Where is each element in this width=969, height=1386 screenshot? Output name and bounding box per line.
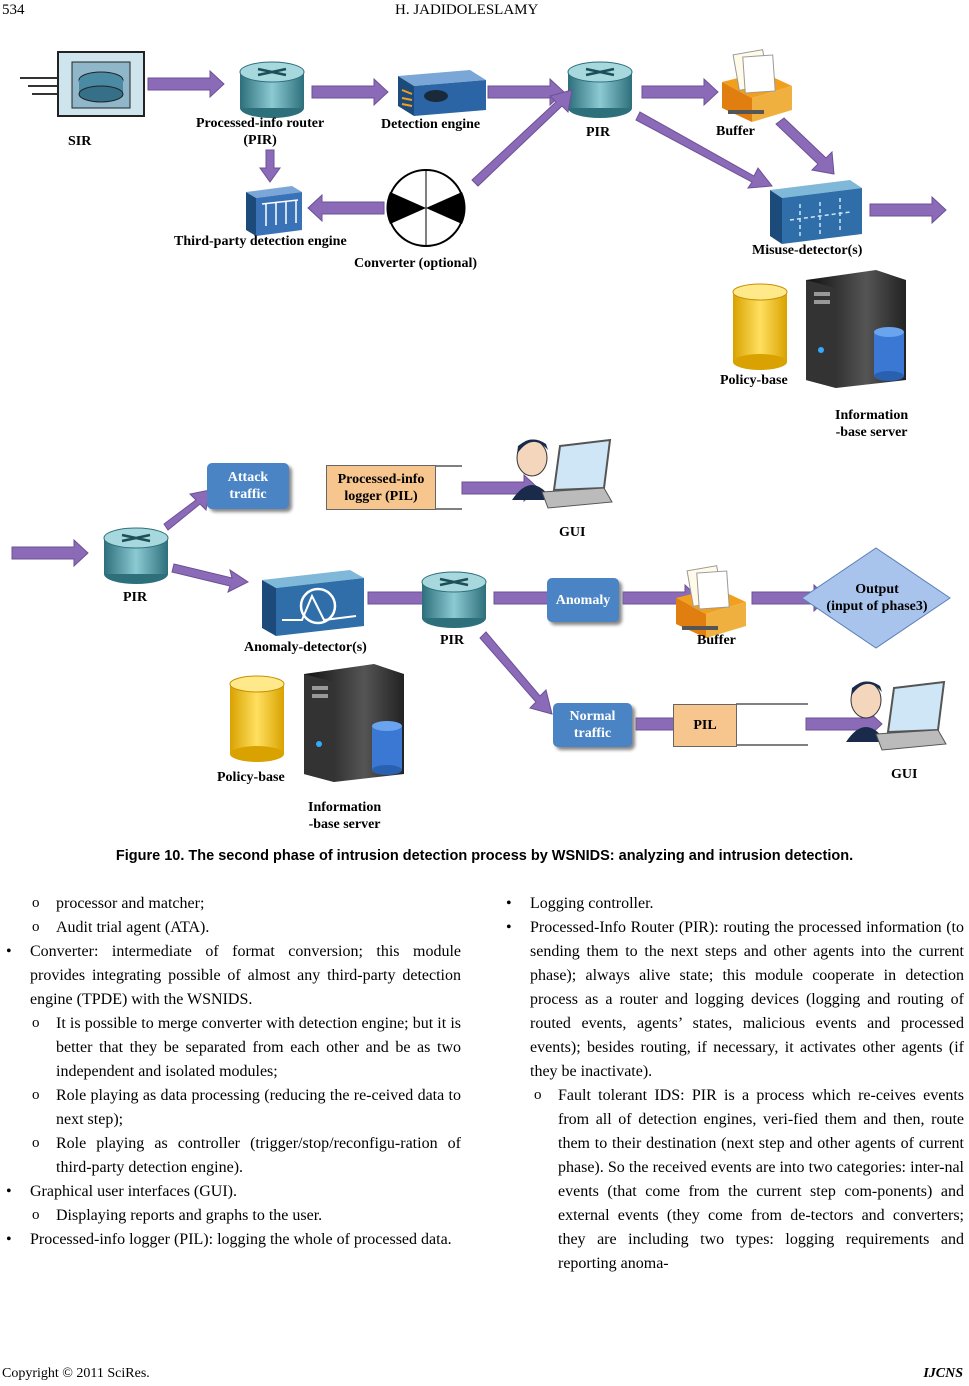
label-misuse: Misuse-detector(s) <box>752 243 863 258</box>
list-item: Displaying reports and graphs to the use… <box>2 1203 461 1228</box>
label-buffer-bottom: Buffer <box>697 633 736 648</box>
list-item: Role playing as controller (trigger/stop… <box>2 1131 461 1180</box>
label-pir-top: Processed-info router (PIR) <box>196 116 325 148</box>
list-item: It is possible to merge converter with d… <box>2 1011 461 1084</box>
label-detection-engine: Detection engine <box>381 117 481 132</box>
footer-copyright: Copyright © 2011 SciRes. <box>2 1366 150 1381</box>
figure-caption: Figure 10. The second phase of intrusion… <box>115 848 854 864</box>
anomaly-detector-icon <box>262 570 364 636</box>
label-info-server-bottom: Information -base server <box>308 800 382 832</box>
figure-diagram <box>11 49 951 782</box>
attack-traffic-box: Attack traffic <box>207 463 289 509</box>
left-column: processor and matcher; Audit trial agent… <box>2 891 461 1252</box>
label-gui-bottom: GUI <box>891 767 918 782</box>
list-item: Converter: intermediate of format conver… <box>2 940 461 1012</box>
tpde-icon <box>246 186 302 236</box>
label-policy-base-bottom: Policy-base <box>217 770 285 785</box>
label-anomaly-detector: Anomaly-detector(s) <box>244 640 367 655</box>
misuse-detector-icon <box>770 180 862 244</box>
list-item: Processed-info logger (PIL): logging the… <box>2 1228 461 1252</box>
right-column: Logging controller. Processed-Info Route… <box>502 892 964 1276</box>
output-diamond <box>801 547 951 649</box>
label-info-server-top: Information -base server <box>835 408 909 440</box>
label-converter: Converter (optional) <box>354 256 477 271</box>
list-item: Processed-Info Router (PIR): routing the… <box>502 916 964 1084</box>
label-pir-left: PIR <box>123 590 148 605</box>
normal-traffic-box: Normal traffic <box>553 703 632 747</box>
list-item: processor and matcher; <box>2 891 461 916</box>
pil-full-box: Processed-info logger (PIL) <box>326 465 436 510</box>
page-number: 534 <box>2 2 25 18</box>
running-header: H. JADIDOLESLAMY <box>395 2 539 18</box>
list-item: Logging controller. <box>502 892 964 916</box>
output-label: Output (input of phase3) <box>826 582 928 614</box>
list-item: Audit trial agent (ATA). <box>2 915 461 940</box>
list-item: Fault tolerant IDS: PIR is a process whi… <box>502 1083 964 1276</box>
label-tpde: Third-party detection engine <box>174 234 347 249</box>
label-sir: SIR <box>68 134 92 149</box>
sir-router-icon <box>20 51 145 117</box>
list-item: Graphical user interfaces (GUI). <box>2 1180 461 1204</box>
label-gui-top: GUI <box>559 525 586 540</box>
anomaly-box: Anomaly <box>547 578 619 622</box>
label-buffer-top: Buffer <box>716 124 755 139</box>
pil-box: PIL <box>673 704 737 747</box>
label-policy-base-top: Policy-base <box>720 373 788 388</box>
list-item: Role playing as data processing (reducin… <box>2 1083 461 1132</box>
label-pir-top-right: PIR <box>586 125 611 140</box>
detection-engine-icon <box>398 70 486 116</box>
label-pir-mid: PIR <box>440 633 465 648</box>
footer-journal: IJCNS <box>923 1366 963 1381</box>
converter-icon <box>386 169 466 247</box>
